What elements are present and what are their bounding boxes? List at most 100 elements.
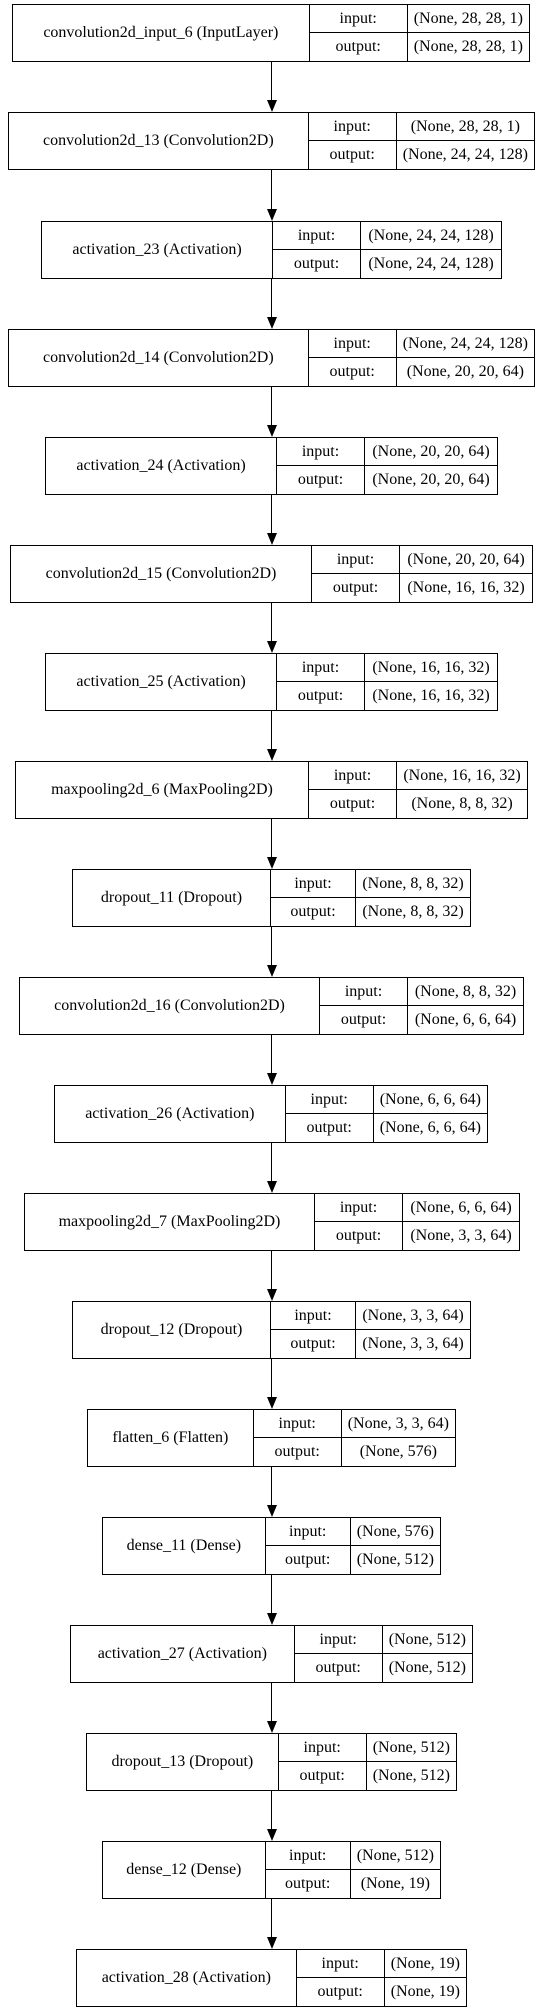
input-label: input:: [309, 762, 397, 790]
edge-line: [271, 1575, 272, 1613]
layer-node: convolution2d_16 (Convolution2D) input: …: [19, 977, 524, 1035]
layer-node: activation_24 (Activation) input: (None,…: [45, 437, 498, 495]
layer-node: convolution2d_13 (Convolution2D) input: …: [8, 112, 535, 170]
io-table: input: (None, 512) output: (None, 512): [278, 1734, 456, 1790]
input-label: input:: [308, 113, 397, 141]
layer-node: convolution2d_input_6 (InputLayer) input…: [12, 4, 530, 62]
arrow-head-icon: [267, 1721, 277, 1733]
layer-name: dropout_12 (Dropout): [73, 1302, 271, 1358]
input-label: input:: [265, 1842, 351, 1870]
layer-name: convolution2d_14 (Convolution2D): [9, 330, 309, 386]
output-label: output:: [297, 1978, 385, 2006]
output-shape: (None, 576): [359, 1443, 437, 1460]
arrow-head-icon: [267, 1505, 277, 1517]
input-label: input:: [271, 870, 356, 898]
input-shape: (None, 512): [366, 1734, 456, 1762]
output-shape: (None, 24, 24, 128): [368, 255, 494, 272]
input-shape: (None, 24, 24, 128): [361, 222, 501, 250]
output-shape: (None, 6, 6, 64): [414, 1011, 517, 1028]
arrow-head-icon: [267, 857, 277, 869]
layer-name: activation_25 (Activation): [46, 654, 277, 710]
io-table: input: (None, 28, 28, 1) output: (None, …: [308, 113, 534, 169]
output-shape: (None, 20, 20, 64): [372, 471, 490, 488]
arrow-head-icon: [267, 749, 277, 761]
layer-node: dropout_11 (Dropout) input: (None, 8, 8,…: [72, 869, 471, 927]
input-shape: (None, 8, 8, 32): [356, 870, 470, 898]
layer-name: maxpooling2d_6 (MaxPooling2D): [16, 762, 309, 818]
output-label: output:: [312, 574, 400, 602]
layer-node: dropout_12 (Dropout) input: (None, 3, 3,…: [72, 1301, 471, 1359]
input-shape: (None, 512): [350, 1842, 440, 1870]
layer-node: flatten_6 (Flatten) input: (None, 3, 3, …: [87, 1409, 456, 1467]
layer-node: maxpooling2d_6 (MaxPooling2D) input: (No…: [15, 761, 528, 819]
layer-name: dense_11 (Dense): [103, 1518, 266, 1574]
edge-line: [271, 1143, 272, 1181]
layer-name: dropout_11 (Dropout): [73, 870, 271, 926]
layer-name: activation_24 (Activation): [46, 438, 277, 494]
layer-name: activation_27 (Activation): [71, 1626, 295, 1682]
input-shape: (None, 512): [382, 1626, 472, 1654]
input-shape: (None, 16, 16, 32): [365, 654, 497, 682]
arrow-head-icon: [267, 1181, 277, 1193]
output-shape: (None, 3, 3, 64): [362, 1335, 464, 1352]
layer-node: activation_25 (Activation) input: (None,…: [45, 653, 498, 711]
layer-name: dense_12 (Dense): [103, 1842, 266, 1898]
edge-line: [271, 1467, 272, 1505]
output-shape: (None, 28, 28, 1): [413, 38, 523, 55]
io-table: input: (None, 8, 8, 32) output: (None, 8…: [271, 870, 470, 926]
edge-line: [271, 170, 272, 209]
layer-node: maxpooling2d_7 (MaxPooling2D) input: (No…: [24, 1193, 520, 1251]
input-shape: (None, 3, 3, 64): [356, 1302, 470, 1330]
input-label: input:: [265, 1518, 351, 1546]
input-shape: (None, 16, 16, 32): [397, 762, 527, 790]
arrow-head-icon: [267, 100, 277, 112]
input-shape: (None, 20, 20, 64): [400, 546, 532, 574]
output-label: output:: [266, 1546, 351, 1574]
layer-name: dropout_13 (Dropout): [87, 1734, 279, 1790]
io-table: input: (None, 512) output: (None, 19): [265, 1842, 440, 1898]
edge-line: [271, 1899, 272, 1937]
edge-line: [271, 819, 272, 857]
layer-node: convolution2d_14 (Convolution2D) input: …: [8, 329, 535, 387]
arrow-head-icon: [267, 209, 277, 221]
output-label: output:: [271, 898, 356, 926]
io-table: input: (None, 20, 20, 64) output: (None,…: [312, 546, 532, 602]
output-label: output:: [310, 33, 408, 61]
layer-node: dense_12 (Dense) input: (None, 512) outp…: [102, 1841, 441, 1899]
input-shape: (None, 28, 28, 1): [396, 113, 534, 141]
input-shape: (None, 576): [350, 1518, 440, 1546]
edge-line: [271, 1791, 272, 1829]
input-label: input:: [312, 546, 400, 574]
output-shape: (None, 6, 6, 64): [379, 1119, 481, 1136]
output-label: output:: [320, 1006, 408, 1034]
arrow-head-icon: [267, 641, 277, 653]
layer-name: convolution2d_13 (Convolution2D): [9, 113, 309, 169]
input-shape: (None, 3, 3, 64): [341, 1410, 455, 1438]
io-table: input: (None, 6, 6, 64) output: (None, 6…: [285, 1086, 487, 1142]
io-table: input: (None, 16, 16, 32) output: (None,…: [277, 654, 497, 710]
io-table: input: (None, 20, 20, 64) output: (None,…: [277, 438, 497, 494]
edge-line: [271, 279, 272, 317]
edge-line: [271, 1035, 272, 1073]
output-shape: (None, 8, 8, 32): [411, 795, 513, 812]
input-shape: (None, 24, 24, 128): [396, 330, 534, 358]
edge-line: [271, 387, 272, 425]
input-label: input:: [285, 1086, 374, 1114]
input-shape: (None, 6, 6, 64): [403, 1194, 519, 1222]
edge-line: [271, 711, 272, 749]
output-shape: (None, 20, 20, 64): [406, 363, 524, 380]
io-table: input: (None, 19) output: (None, 19): [296, 1950, 466, 2006]
arrow-head-icon: [267, 1613, 277, 1625]
output-label: output:: [315, 1222, 403, 1250]
output-label: output:: [309, 141, 397, 169]
input-shape: (None, 19): [384, 1950, 466, 1978]
layer-name: activation_28 (Activation): [77, 1950, 297, 2006]
layer-name: activation_26 (Activation): [55, 1086, 286, 1142]
layer-node: activation_23 (Activation) input: (None,…: [41, 221, 502, 279]
edge-line: [271, 62, 272, 100]
io-table: input: (None, 24, 24, 128) output: (None…: [273, 222, 501, 278]
input-label: input:: [315, 1194, 403, 1222]
arrow-head-icon: [267, 1289, 277, 1301]
arrow-head-icon: [267, 1073, 277, 1085]
layer-node: dense_11 (Dense) input: (None, 576) outp…: [102, 1517, 441, 1575]
